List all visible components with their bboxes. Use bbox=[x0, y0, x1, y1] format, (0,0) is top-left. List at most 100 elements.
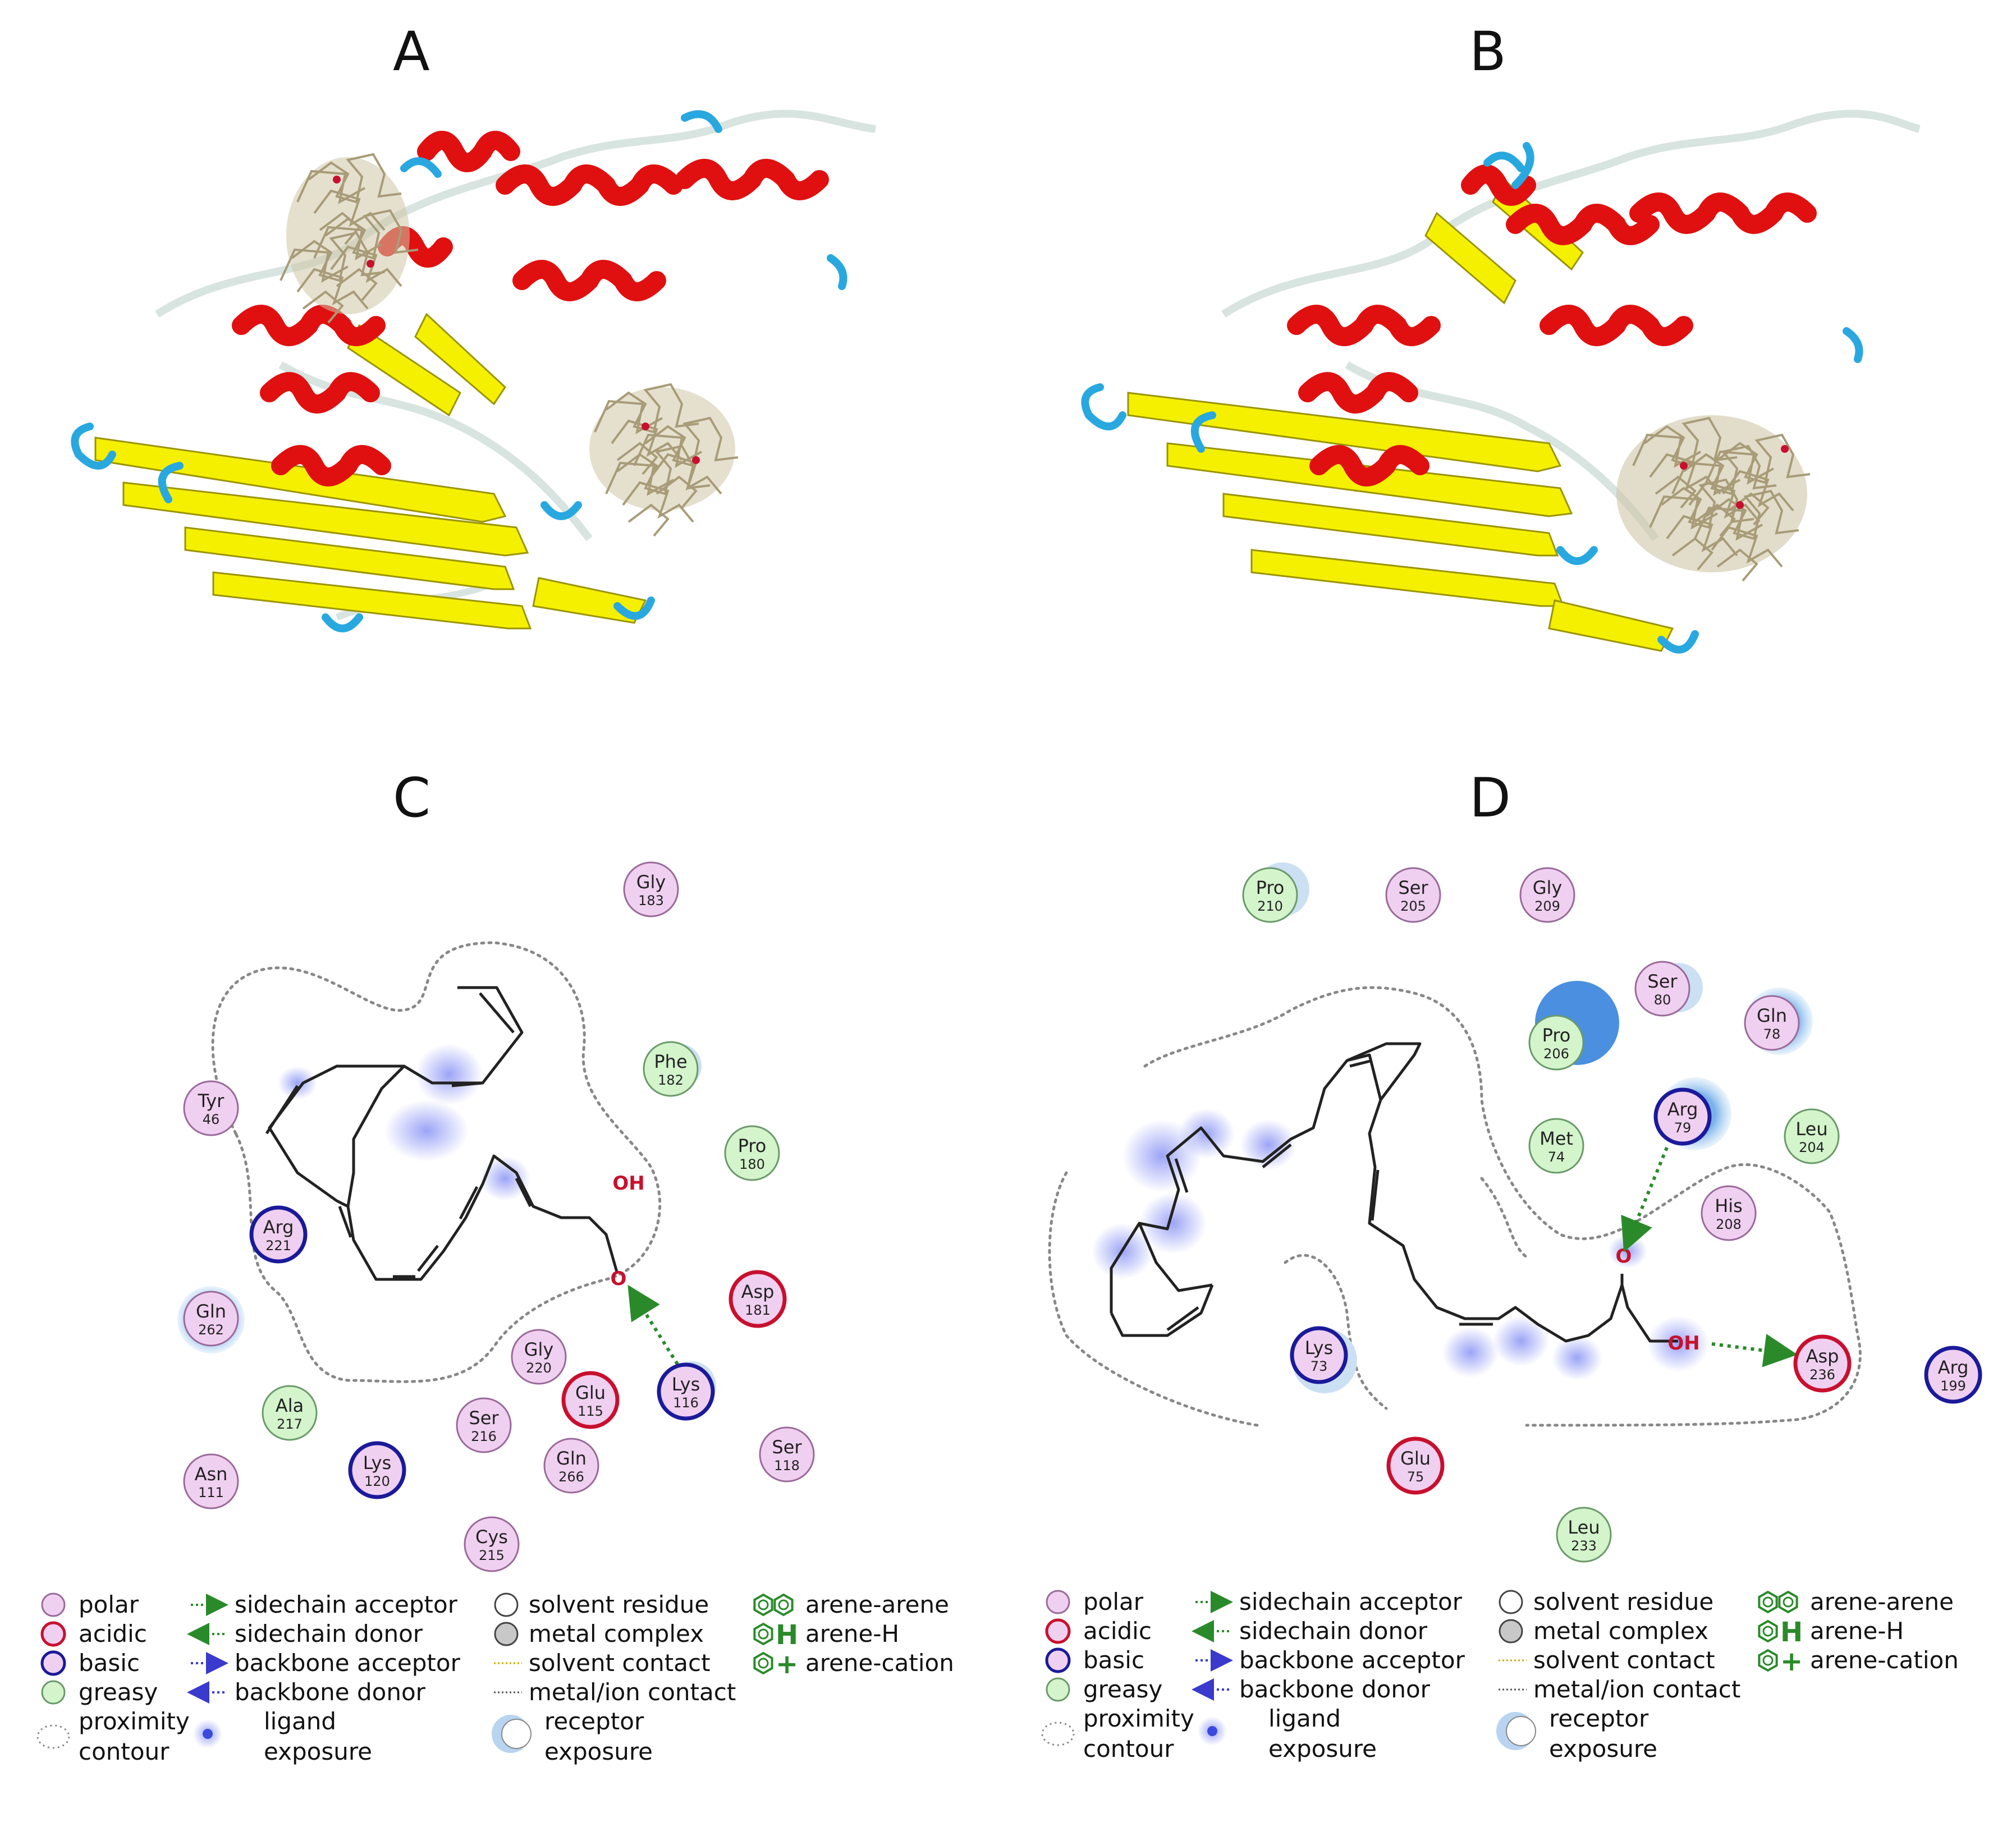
residue-name: Ser bbox=[1398, 877, 1428, 898]
residue-name: Glu bbox=[1400, 1448, 1431, 1469]
legend-sc_acceptor-label: sidechain acceptor bbox=[235, 1591, 458, 1618]
residue-disc bbox=[183, 1080, 239, 1136]
legend-receptor-label: receptor bbox=[1549, 1705, 1649, 1732]
residue-number: 115 bbox=[578, 1403, 603, 1419]
legend-bb_donor-label: backbone donor bbox=[235, 1678, 426, 1706]
legend-metal-contact-label: metal/ion contact bbox=[1533, 1676, 1740, 1703]
legend-c: polaracidicbasicgreasyproximitycontoursi… bbox=[36, 1591, 954, 1765]
residue-name: Cys bbox=[475, 1526, 508, 1548]
residue-number: 205 bbox=[1400, 898, 1426, 914]
legend-basic-swatch bbox=[40, 1650, 66, 1676]
legend-contour-label: contour bbox=[1083, 1735, 1174, 1762]
atom-o-d: O bbox=[1616, 1245, 1632, 1268]
ligand-ensemble bbox=[280, 153, 739, 537]
legend-arene-arene-label: arene-arene bbox=[1810, 1588, 1954, 1615]
residue-name: Phe bbox=[654, 1051, 687, 1072]
residue-number: 183 bbox=[638, 893, 664, 908]
residue-disc bbox=[183, 1291, 239, 1347]
residue-name: Ser bbox=[772, 1436, 802, 1458]
legend-metal-complex-label: metal complex bbox=[529, 1620, 704, 1647]
legend-arene-cation-icon-ring bbox=[758, 1658, 769, 1669]
ligand-skeleton bbox=[1110, 1042, 1678, 1343]
residue-name: Tyr bbox=[198, 1090, 225, 1112]
residue-disc bbox=[1385, 867, 1441, 923]
residue-number: 182 bbox=[658, 1072, 684, 1088]
residue-disc bbox=[657, 1362, 715, 1421]
legend-receptor-label: receptor bbox=[544, 1708, 644, 1735]
residue-name: His bbox=[1715, 1195, 1743, 1217]
residue-number: 266 bbox=[558, 1469, 584, 1485]
residue-number: 204 bbox=[1799, 1140, 1825, 1155]
residue-name: Glu bbox=[575, 1382, 606, 1403]
legend-ligand-exposure-dot bbox=[1207, 1726, 1217, 1736]
legend-metal-contact-label: metal/ion contact bbox=[529, 1678, 736, 1706]
residue-name: Pro bbox=[738, 1135, 767, 1156]
proximity-contour bbox=[211, 941, 662, 1383]
residue-name: Leu bbox=[1795, 1118, 1827, 1140]
legend-acidic-swatch bbox=[1045, 1618, 1071, 1644]
legend-arene-cation-label: arene-cation bbox=[1810, 1646, 1959, 1674]
residue-name: Ala bbox=[276, 1395, 304, 1416]
legend-arene-cation-symbol: + bbox=[776, 1649, 798, 1680]
legend-basic-label: basic bbox=[79, 1649, 140, 1677]
residue-name: Arg bbox=[1667, 1099, 1698, 1120]
residue-number: 262 bbox=[198, 1322, 224, 1338]
legend-sc_donor-label: sidechain donor bbox=[235, 1620, 423, 1647]
residue-number: 206 bbox=[1543, 1046, 1569, 1062]
atom-o-c: O bbox=[611, 1268, 627, 1290]
legend-greasy-swatch bbox=[41, 1680, 66, 1705]
residue-name: Met bbox=[1540, 1128, 1573, 1149]
residue-name: Gly bbox=[1533, 877, 1563, 898]
interaction-diagram-c: OH O Gly183Tyr46Phe182Pro180Arg221Asp181… bbox=[177, 861, 815, 1572]
legend-solvent-contact-label: solvent contact bbox=[1533, 1646, 1715, 1674]
loop-region bbox=[71, 110, 847, 632]
proximity-contour bbox=[1143, 986, 1862, 1427]
residue-disc bbox=[1242, 867, 1298, 923]
residue-disc bbox=[643, 1041, 699, 1097]
residue-name: Ser bbox=[469, 1407, 499, 1429]
residue-disc bbox=[1653, 1087, 1712, 1146]
legend-solvent-residue-label: solvent residue bbox=[1533, 1588, 1713, 1615]
atom-oh-c: OH bbox=[612, 1172, 644, 1195]
protein-structure-a bbox=[71, 109, 876, 632]
legend-arene-cation-symbol: + bbox=[1780, 1646, 1803, 1677]
residue-disc bbox=[1528, 1118, 1584, 1174]
legend-proximity-label: proximity bbox=[79, 1708, 190, 1735]
residue-number: 209 bbox=[1534, 898, 1560, 914]
legend-solvent-residue-swatch bbox=[1499, 1590, 1523, 1614]
legend-acidic-swatch bbox=[40, 1621, 66, 1647]
residue-number: 118 bbox=[774, 1458, 800, 1474]
legend-ligand-label: ligand bbox=[264, 1708, 336, 1735]
legend-arene-arene-icon-2-ring bbox=[778, 1599, 789, 1610]
legend-acidic-label: acidic bbox=[1083, 1617, 1152, 1645]
legend-proximity-swatch bbox=[1041, 1722, 1075, 1746]
residue-name: Asp bbox=[1806, 1346, 1839, 1367]
residue-name: Lys bbox=[1305, 1337, 1334, 1358]
legend-receptor-exposure-inner bbox=[1506, 1716, 1536, 1746]
legend-arene-h-icon bbox=[753, 1622, 773, 1646]
residue-name: Lys bbox=[672, 1374, 700, 1395]
residue-disc bbox=[1634, 961, 1690, 1017]
residue-number: 181 bbox=[745, 1302, 771, 1318]
legend-ligand-exposure-label: exposure bbox=[264, 1738, 372, 1765]
legend-bb_acceptor-label: backbone acceptor bbox=[1239, 1646, 1465, 1674]
legend-arene-cation-label: arene-cation bbox=[805, 1649, 954, 1677]
residue-number: 180 bbox=[739, 1156, 765, 1172]
legend-metal-complex-swatch bbox=[1499, 1619, 1523, 1644]
legend-receptor-exposure-inner bbox=[501, 1719, 532, 1749]
proximity-contour bbox=[1048, 1171, 1259, 1427]
residue-number: 215 bbox=[479, 1548, 505, 1563]
legend-proximity-swatch bbox=[36, 1724, 70, 1749]
legend-arene-h-symbol: H bbox=[1780, 1617, 1803, 1648]
beta-sheet bbox=[94, 313, 647, 630]
